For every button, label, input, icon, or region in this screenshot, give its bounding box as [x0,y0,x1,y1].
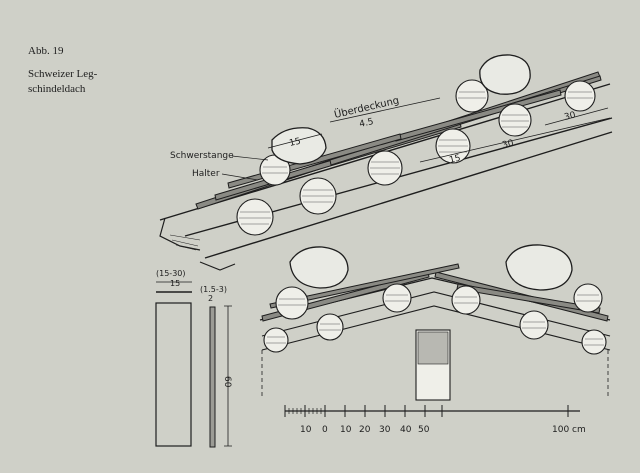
overlap-label: Überdeckung [333,93,400,121]
dim-15-mid-label: 15 [448,153,462,165]
log [455,79,489,113]
log [316,313,344,341]
scale-tick-label: 30 [379,425,391,435]
shingle-views: (15-30) 15 (1.5-3) 2 60 [155,269,232,448]
shingle-front-view [155,302,192,447]
ridge-shingle-left-top [269,263,460,309]
log [299,177,337,215]
shingle-thickness-label: 2 [208,294,213,303]
figure-caption: Abb. 19 Schweizer Leg- schindeldach [28,44,138,97]
ridge-post-hatch [417,331,449,365]
shingle-width-label: 15 [170,279,180,288]
scale-tick-label: 10 [340,425,352,435]
roof-section-top: 15 Überdeckung 4.5 30 15 30 Schwerstange… [159,54,613,271]
dim-15-top-label: 15 [288,137,301,149]
log [382,283,412,313]
log [435,128,471,164]
holder-leader [221,173,259,181]
log [263,327,289,353]
log [581,329,607,355]
log [451,285,481,315]
ridge-shingle-right-low [456,283,601,314]
holder-label: Halter [192,169,220,179]
ridge-section [259,244,611,401]
shingle-length-label: 60 [222,376,232,388]
figure-title-line2: schindeldach [28,83,86,95]
log [367,150,403,186]
scale-tick-label: 100 cm [552,425,586,435]
stone [505,244,573,291]
scale-tick-label: 0 [322,425,328,435]
dim-line-lower [419,117,611,163]
shingle-width-range-label: (15-30) [156,269,186,278]
stone [479,54,531,95]
dim-30-right-label: 30 [563,110,577,123]
log [519,310,549,340]
scale-bar: 10 0 10 20 30 40 50 100 cm [284,405,586,435]
dim-line-overlap [329,97,441,123]
dim-30-mid-label: 30 [501,138,515,151]
figure-title-line1: Schweizer Leg- [28,68,98,80]
rafter-grain [169,234,201,251]
scale-bar-minor-ticks [288,408,322,414]
scale-tick-label: 40 [400,425,412,435]
rafter-cut-end [159,217,236,271]
stone [289,246,349,289]
scale-tick-label: 20 [359,425,371,435]
dim-line-15 [267,133,323,149]
wall-edges [261,350,609,398]
overlap-value-label: 4.5 [358,117,374,130]
dim-line-30-right [544,107,609,126]
log [573,283,603,313]
figure-number: Abb. 19 [28,45,64,57]
purlin-leader [231,155,269,161]
shingle-thickness-range-label: (1.5-3) [200,285,227,294]
log [236,198,274,236]
log [564,80,596,112]
scale-bar-major-ticks [284,405,569,417]
log [275,286,309,320]
log [498,103,532,137]
scale-tick-label: 50 [418,425,430,435]
shingle-length-dim [224,305,232,447]
scale-tick-label: 10 [300,425,312,435]
purlin-label: Schwerstange [170,151,234,161]
shingle-side-view [209,306,216,448]
